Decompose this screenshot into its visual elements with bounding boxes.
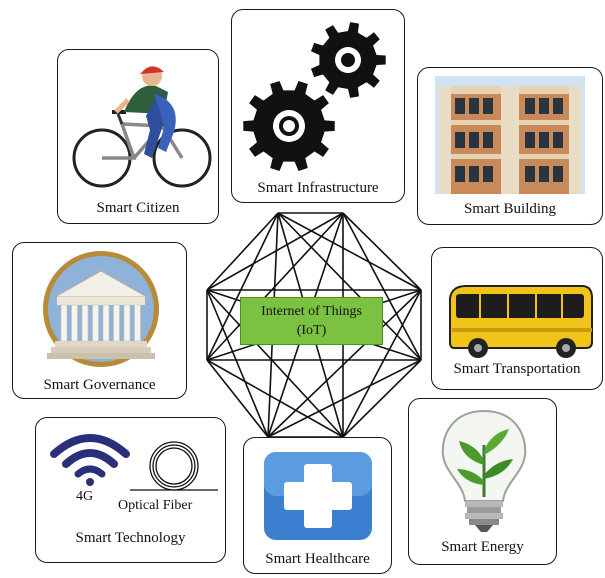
label-smart-citizen: Smart Citizen bbox=[96, 200, 180, 216]
label-smart-building: Smart Building bbox=[463, 201, 557, 217]
column bbox=[134, 304, 141, 342]
optical-fiber-icon bbox=[130, 441, 218, 491]
window bbox=[455, 166, 465, 182]
eco-lightbulb-icon bbox=[441, 409, 527, 532]
network-edge bbox=[206, 359, 269, 438]
wifi-icon bbox=[50, 434, 130, 486]
network-edge bbox=[206, 212, 279, 291]
network-edge bbox=[206, 212, 344, 361]
network-edge bbox=[206, 289, 344, 438]
window bbox=[525, 98, 535, 114]
window bbox=[553, 98, 563, 114]
iot-title-line1: Internet of Things bbox=[261, 304, 362, 319]
card-smart-technology: 4G Optical Fiber Smart Technology bbox=[35, 417, 226, 563]
column bbox=[102, 304, 110, 342]
label-smart-energy: Smart Energy bbox=[441, 539, 524, 555]
label-smart-governance: Smart Governance bbox=[43, 377, 156, 393]
gears-icon bbox=[243, 22, 386, 171]
medical-cross-icon bbox=[264, 452, 372, 540]
network-edge bbox=[342, 289, 422, 438]
window bbox=[455, 98, 465, 114]
courthouse-icon bbox=[43, 251, 159, 367]
window bbox=[553, 132, 563, 148]
label-optical-fiber: Optical Fiber bbox=[118, 498, 193, 513]
iot-title-line2: (IoT) bbox=[296, 323, 327, 338]
window bbox=[483, 132, 493, 148]
column bbox=[113, 304, 120, 342]
column bbox=[92, 304, 99, 342]
column bbox=[71, 304, 78, 342]
window bbox=[483, 98, 493, 114]
network-edge bbox=[206, 212, 279, 361]
network-edge bbox=[206, 289, 269, 438]
window bbox=[525, 166, 535, 182]
window bbox=[539, 166, 549, 182]
column bbox=[60, 304, 68, 342]
window bbox=[483, 166, 493, 182]
label-4g: 4G bbox=[76, 489, 94, 504]
card-smart-healthcare: Smart Healthcare bbox=[243, 437, 392, 574]
card-smart-transportation: Smart Transportation bbox=[431, 247, 603, 390]
window bbox=[539, 132, 549, 148]
label-smart-technology: Smart Technology bbox=[75, 530, 186, 546]
bus-icon bbox=[449, 285, 593, 358]
card-smart-energy: Smart Energy bbox=[408, 398, 557, 565]
card-smart-governance: Smart Governance bbox=[12, 242, 187, 399]
label-smart-infrastructure: Smart Infrastructure bbox=[257, 180, 379, 196]
network-edge bbox=[206, 212, 344, 291]
cyclist-icon bbox=[72, 66, 212, 188]
label-smart-transportation: Smart Transportation bbox=[453, 361, 581, 377]
column bbox=[123, 304, 131, 342]
network-edge bbox=[342, 212, 422, 361]
card-smart-citizen: Smart Citizen bbox=[57, 49, 219, 224]
window bbox=[455, 132, 465, 148]
window bbox=[469, 166, 479, 182]
label-smart-healthcare: Smart Healthcare bbox=[265, 551, 370, 567]
iot-center-box: Internet of Things (IoT) bbox=[240, 297, 383, 345]
card-smart-building: Smart Building bbox=[417, 67, 603, 225]
network-edge bbox=[342, 212, 422, 291]
network-edge bbox=[277, 212, 422, 291]
card-smart-infrastructure: Smart Infrastructure bbox=[231, 9, 405, 203]
window bbox=[525, 132, 535, 148]
network-edge bbox=[267, 289, 422, 438]
window bbox=[469, 98, 479, 114]
window bbox=[553, 166, 563, 182]
network-edge bbox=[342, 359, 422, 438]
window bbox=[539, 98, 549, 114]
network-edge bbox=[267, 359, 422, 438]
column bbox=[81, 304, 89, 342]
network-edge bbox=[206, 359, 344, 438]
window bbox=[469, 132, 479, 148]
building-icon bbox=[435, 76, 585, 194]
